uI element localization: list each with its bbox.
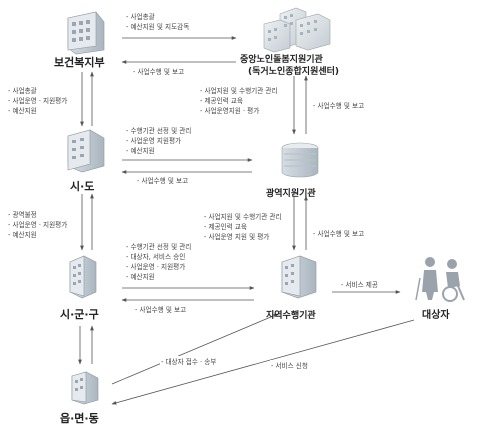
node-central-label: 중앙노인돌봄지원기관 [240, 55, 323, 65]
note-province-to-regional: - 수행기관 선정 및 관리 - 사업운영 지원평가 - 예산지원 [126, 126, 191, 156]
note-line: - 사업운영 지원 및 평가 [204, 233, 270, 241]
note-line: - 사업운영 · 지원평가 [126, 263, 186, 271]
note-line: - 예산지원 [8, 231, 37, 239]
note-line: - 예산지원 [126, 273, 155, 281]
node-regional-label: 광역지원기관 [266, 189, 316, 199]
note-line: - 수행기관 선정 및 관리 [126, 243, 192, 251]
note-line: - 사업운영 · 지원평가 [8, 97, 68, 105]
note-local-to-regional: - 사업수행 및 보고 [312, 228, 366, 238]
note-province-to-city: - 광역불정 - 사업운영 · 지원평가 - 예산지원 [8, 210, 67, 240]
note-line: - 광역불정 [8, 211, 37, 219]
note-line: - 사업운영 지원평가 [126, 137, 182, 145]
note-mohw-to-province: - 사업총괄 - 사업운영 · 지원평가 - 예산지원 [8, 86, 67, 116]
node-local-label: 지역수행기관 [266, 311, 316, 321]
arrow-town-to-local [111, 313, 279, 385]
ministry-building-icon [67, 11, 105, 55]
note-line: - 사업총괄 [126, 13, 155, 21]
central-agency-building-icon [263, 7, 331, 53]
note-line: - 예산지원 [126, 147, 155, 155]
note-mohw-to-central: - 사업총괄 - 예산지원 및 지도감독 [126, 12, 189, 32]
note-regional-to-local: - 사업지원 및 수행기관 관리 - 제공인력 교육 - 사업운영 지원 및 평… [204, 212, 282, 242]
note-line: - 제공인력 교육 [204, 223, 247, 231]
node-city-label: 시·군·구 [60, 308, 99, 321]
note-town-to-local: - 대상자 접수 · 송부 [160, 356, 218, 366]
town-building-icon [71, 371, 99, 405]
local-agency-building-icon [281, 255, 317, 299]
node-central-sub-label: (독거노인종합지원센터) [248, 67, 340, 77]
province-building-icon [67, 129, 105, 173]
note-regional-to-province: - 사업수행 및 보고 [136, 175, 190, 185]
note-local-to-recipient: - 서비스 제공 [340, 279, 379, 289]
recipient-people-icon [415, 257, 465, 302]
regional-agency-building-icon [281, 142, 319, 178]
note-line: - 제공인력 교육 [200, 97, 243, 105]
note-line: - 수행기관 선정 및 관리 [126, 127, 192, 135]
note-local-to-city: - 사업수행 및 보고 [134, 304, 188, 314]
arrow-recipient-to-town [111, 319, 415, 405]
note-line: - 예산지원 및 지도감독 [126, 23, 190, 31]
note-line: - 사업지원 및 수행기관 관리 [204, 213, 282, 221]
node-recipient-label: 대상자 [422, 310, 450, 321]
city-building-icon [69, 255, 97, 299]
note-city-to-local: - 수행기관 선정 및 관리 - 대상자, 서비스 승인 - 사업운영 · 지원… [126, 242, 191, 282]
note-line: - 예산지원 [8, 107, 37, 115]
note-line: - 사업운영 · 지원평가 [8, 221, 68, 229]
note-line: - 대상자, 서비스 승인 [126, 253, 186, 261]
note-line: - 사업운영지원 · 평가 [200, 107, 260, 115]
note-line: - 사업지원 및 수행기관 관리 [200, 87, 278, 95]
note-central-to-regional: - 사업지원 및 수행기관 관리 - 제공인력 교육 - 사업운영지원 · 평가 [200, 86, 278, 116]
note-recipient-to-town: - 서비스 신청 [270, 360, 309, 370]
note-central-to-mohw: - 사업수행 및 보고 [132, 66, 186, 76]
note-regional-to-central: - 사업수행 및 보고 [312, 100, 366, 110]
node-mohw-label: 보건복지부 [54, 56, 105, 69]
node-province-label: 시·도 [70, 180, 95, 193]
note-line: - 사업총괄 [8, 87, 37, 95]
node-town-label: 읍·면·동 [60, 412, 99, 425]
